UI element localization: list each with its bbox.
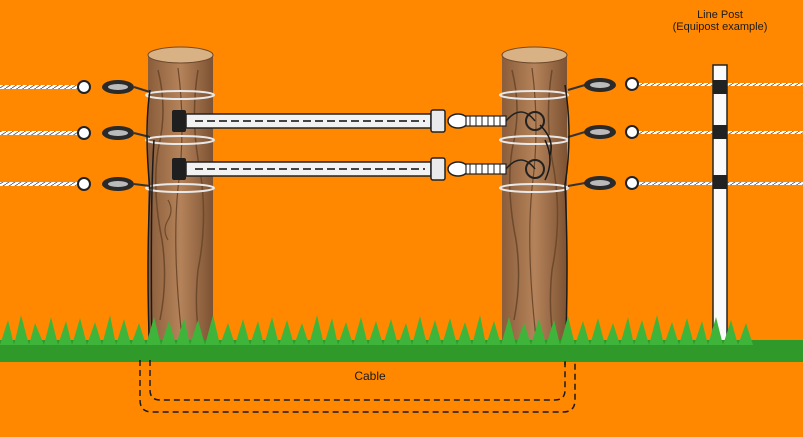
insulator-icon — [567, 77, 639, 92]
left-insulators — [77, 80, 151, 191]
line-post-subtitle: (Equipost example) — [672, 21, 768, 33]
post-leadouts — [146, 84, 570, 366]
underground-cable — [139, 360, 576, 413]
insulator-icon — [77, 126, 151, 140]
gate-handle-icon — [172, 157, 545, 181]
gate-handles — [172, 109, 545, 181]
wire-bottom-left — [0, 182, 90, 186]
left-wooden-post-icon — [145, 46, 215, 355]
insulator-icon — [77, 80, 151, 94]
right-insulators — [567, 77, 639, 190]
insulator-icon — [567, 176, 639, 190]
cable-label: Cable — [354, 369, 386, 383]
right-wooden-post-icon — [499, 46, 569, 355]
line-post-label: Line Post (Equipost example) — [640, 9, 800, 33]
insulator-icon — [77, 177, 151, 191]
line-post-icon — [712, 64, 728, 346]
line-post-title: Line Post — [697, 9, 743, 21]
wire-middle-left — [0, 131, 90, 135]
gate-handle-icon — [172, 109, 545, 133]
wire-top-left — [0, 85, 90, 89]
grass-icon — [0, 315, 803, 362]
left-wires — [0, 85, 90, 186]
insulator-icon — [567, 125, 639, 139]
